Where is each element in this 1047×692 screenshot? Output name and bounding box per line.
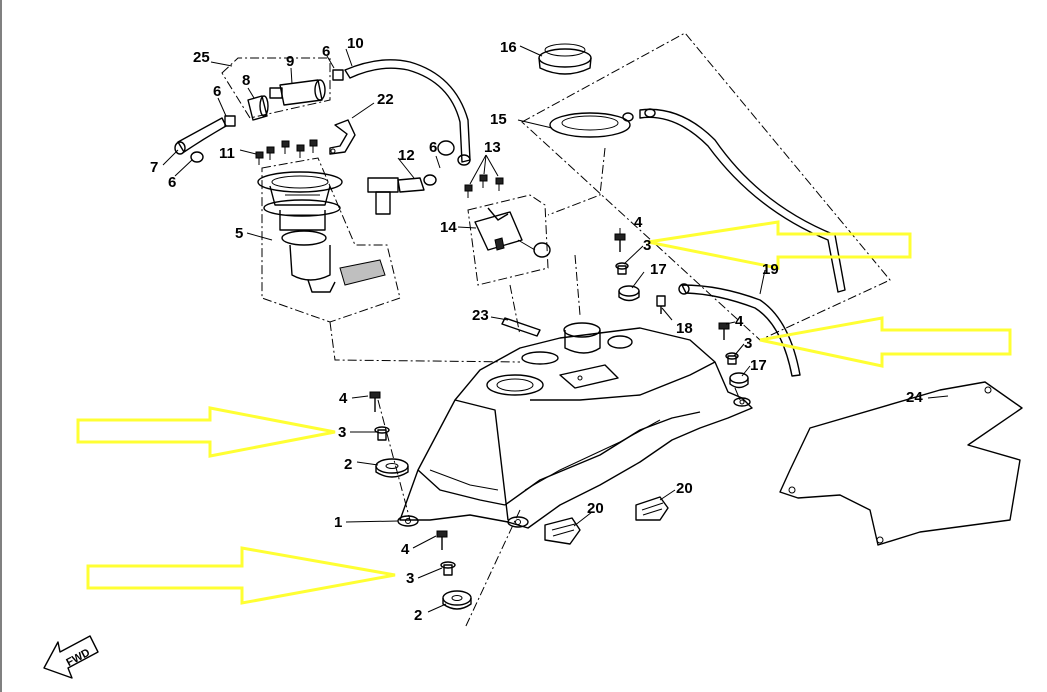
callout-11: 11 xyxy=(219,145,235,162)
fitting-12 xyxy=(367,174,437,215)
callout-numbers: 1 2 2 3 3 3 3 4 4 4 4 5 6 6 6 6 7 8 9 10… xyxy=(150,35,923,624)
fwd-direction-indicator: FWD xyxy=(43,635,99,679)
screws-13 xyxy=(464,174,504,198)
callout-4-right: 4 xyxy=(735,313,744,330)
clamps-6 xyxy=(190,69,455,163)
rubber-20-right xyxy=(635,496,669,521)
sleeve-8 xyxy=(247,95,269,121)
callout-4-bottom: 4 xyxy=(401,541,410,558)
hose-7 xyxy=(174,117,227,155)
grommet-2-lower xyxy=(442,590,472,610)
callout-17-lower: 17 xyxy=(750,357,767,374)
fuel-tank xyxy=(397,322,753,529)
callout-18: 18 xyxy=(676,320,693,337)
bolt-4-right xyxy=(718,322,739,365)
callout-6-a: 6 xyxy=(213,83,221,100)
callout-13: 13 xyxy=(484,139,501,156)
fuel-cap-16 xyxy=(538,43,592,75)
sender-14 xyxy=(474,207,551,258)
highlight-arrows xyxy=(76,220,1012,605)
screws-11 xyxy=(255,139,318,165)
leader-lines xyxy=(162,45,949,613)
box-15 xyxy=(521,32,891,341)
vent-hose-19 xyxy=(639,108,846,377)
callout-19: 19 xyxy=(762,261,779,278)
collar-3-bottom xyxy=(440,561,456,576)
fuel-pump-assembly xyxy=(257,171,386,293)
hose-10 xyxy=(344,59,471,166)
box-14 xyxy=(467,194,549,286)
callout-3-right: 3 xyxy=(744,335,752,352)
callout-16: 16 xyxy=(500,39,517,56)
bolt-4-bottom xyxy=(436,530,448,550)
callout-14: 14 xyxy=(440,219,457,236)
callout-10: 10 xyxy=(347,35,364,52)
bolt-4-upper-right xyxy=(614,233,629,275)
callout-1: 1 xyxy=(334,514,342,531)
guide-5 xyxy=(329,321,521,363)
highlight-arrow-left-upper xyxy=(76,406,336,458)
callout-24: 24 xyxy=(906,389,923,406)
fuel-filter-9 xyxy=(269,79,326,106)
callout-6-c: 6 xyxy=(168,174,176,191)
callout-6-b: 6 xyxy=(322,43,330,60)
callout-17-upper: 17 xyxy=(650,261,667,278)
heat-shield-24 xyxy=(779,381,1023,546)
callout-15: 15 xyxy=(490,111,507,128)
highlight-arrow-right-lower xyxy=(759,316,1012,368)
guide-bottom xyxy=(464,509,521,629)
callout-25: 25 xyxy=(193,49,210,66)
box-25 xyxy=(221,57,331,119)
callout-8: 8 xyxy=(242,72,250,89)
callout-23: 23 xyxy=(472,307,489,324)
collar-3-left xyxy=(374,426,390,441)
bolt-4-left xyxy=(369,391,381,412)
callout-3-bottom: 3 xyxy=(406,570,414,587)
callout-20-right: 20 xyxy=(676,480,693,497)
guide-15 xyxy=(547,147,606,216)
guide-14 xyxy=(509,284,521,336)
grommet-17-upper xyxy=(618,285,640,302)
grommet-17-lower xyxy=(729,372,749,389)
callout-4-upper-right: 4 xyxy=(634,214,643,231)
guide-tank xyxy=(574,254,581,316)
callout-4-left: 4 xyxy=(339,390,348,407)
callout-3-upper-right: 3 xyxy=(643,237,651,254)
fwd-label: FWD xyxy=(64,647,92,669)
callout-5: 5 xyxy=(235,225,243,242)
callout-9: 9 xyxy=(286,53,294,70)
callout-2-lower: 2 xyxy=(414,607,422,624)
callout-2-upper: 2 xyxy=(344,456,352,473)
callout-20-left: 20 xyxy=(587,500,604,517)
box-5 xyxy=(261,157,401,323)
highlight-arrow-right-upper xyxy=(647,220,912,270)
grommet-2-upper xyxy=(375,458,409,478)
callout-12: 12 xyxy=(398,147,415,164)
strap-23 xyxy=(501,317,541,337)
guide-17b xyxy=(734,387,741,401)
callout-6-d: 6 xyxy=(429,139,437,156)
callout-3-left: 3 xyxy=(338,424,346,441)
group-boxes xyxy=(221,32,891,629)
filler-ring-15 xyxy=(549,112,634,138)
highlight-arrow-left-lower xyxy=(86,546,396,605)
callout-7: 7 xyxy=(150,159,158,176)
bracket-22 xyxy=(329,119,356,155)
guide-1 xyxy=(377,399,411,521)
rubber-20-left xyxy=(544,517,581,545)
callout-22: 22 xyxy=(377,91,394,108)
fitting-18 xyxy=(656,295,666,314)
